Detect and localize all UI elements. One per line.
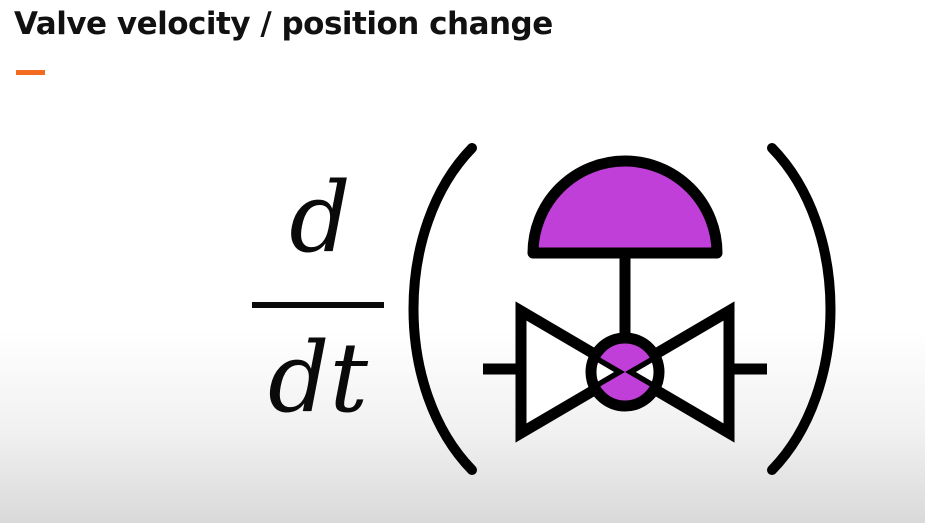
fraction-bar xyxy=(252,302,384,308)
control-valve-icon xyxy=(483,155,767,443)
left-parenthesis xyxy=(408,143,477,475)
derivative-denominator: dt xyxy=(267,322,369,434)
derivative-numerator: d xyxy=(289,162,351,274)
slide-title: Valve velocity / position change xyxy=(14,6,553,42)
diaphragm-actuator-icon xyxy=(527,155,723,259)
title-accent-bar xyxy=(16,70,45,75)
right-parenthesis xyxy=(767,143,836,475)
globe-top-wedge xyxy=(591,338,659,372)
globe-bottom-wedge xyxy=(591,372,659,406)
valve-globe-outline xyxy=(585,332,665,412)
